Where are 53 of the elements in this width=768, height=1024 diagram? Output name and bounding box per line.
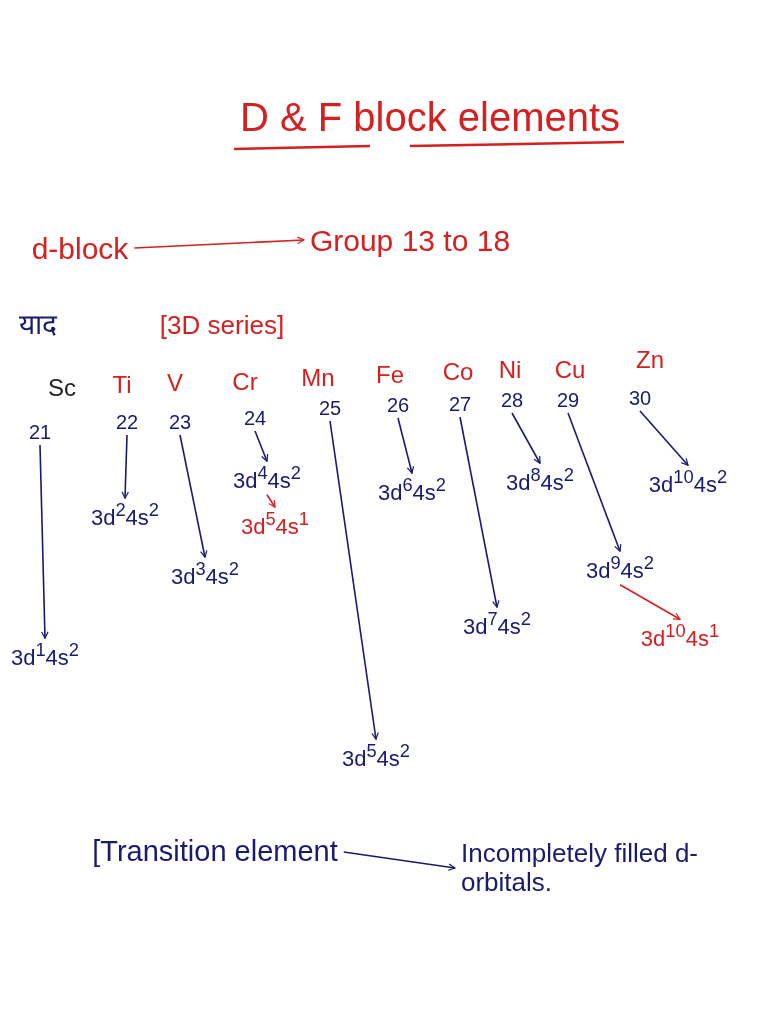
arrow: [39, 444, 49, 640]
element-symbol: Ti: [112, 371, 132, 399]
atomic-number: 30: [628, 387, 652, 409]
electron-configuration: 3d$^{5}$4s$^{2}$: [341, 741, 411, 771]
arrow: [342, 851, 456, 871]
arrow: [329, 420, 379, 741]
arrow: [619, 583, 681, 621]
arrow: [266, 493, 276, 509]
definition-term: [Transition element: [92, 836, 338, 868]
title: D & F block elements: [239, 95, 621, 140]
atomic-number: 29: [556, 389, 580, 411]
element-symbol: Ni: [498, 356, 522, 384]
atomic-number: 21: [28, 421, 52, 443]
element-symbol: V: [167, 369, 183, 397]
atomic-number: 24: [243, 407, 267, 429]
electron-configuration: 3d$^{3}$4s$^{2}$: [170, 559, 240, 589]
element-symbol: Zn: [636, 346, 664, 374]
term: Group 13 to 18: [309, 223, 511, 257]
element-symbol: Cr: [232, 368, 258, 396]
element-symbol: Mn: [301, 364, 335, 392]
element-symbol: Fe: [376, 361, 404, 389]
electron-configuration: 3d$^{4}$4s$^{2}$: [232, 463, 302, 493]
electron-configuration: 3d$^{6}$4s$^{2}$: [377, 475, 447, 505]
arrow: [133, 236, 305, 249]
electron-configuration: 3d$^{2}$4s$^{2}$: [90, 500, 160, 530]
arrow: [397, 417, 415, 475]
electron-configuration: 3d$^{7}$4s$^{2}$: [462, 609, 532, 639]
arrow: [254, 430, 269, 463]
electron-configuration: 3d$^{8}$4s$^{2}$: [505, 465, 575, 495]
series-heading: [3D series]: [159, 310, 285, 340]
electron-configuration: 3d$^{10}$4s$^{2}$: [648, 467, 728, 497]
atomic-number: 27: [448, 393, 472, 415]
electron-configuration: 3d$^{10}$4s$^{1}$: [640, 621, 720, 651]
atomic-number: 22: [115, 411, 139, 433]
atomic-number: 28: [500, 389, 524, 411]
hindi-note: याद: [19, 309, 57, 341]
arrow: [567, 412, 622, 553]
atomic-number: 25: [318, 397, 342, 419]
electron-configuration: 3d$^{5}$4s$^{1}$: [240, 509, 310, 539]
arrow: [639, 410, 689, 467]
arrow: [459, 416, 500, 609]
arrow: [121, 434, 129, 500]
term: d-block: [31, 231, 129, 265]
electron-configuration: 3d$^{1}$4s$^{2}$: [10, 640, 80, 670]
arrow: [511, 412, 541, 465]
definition-text: Incompletely filled d-orbitals.: [461, 839, 719, 897]
arrow: [179, 434, 208, 559]
electron-configuration: 3d$^{9}$4s$^{2}$: [585, 553, 655, 583]
atomic-number: 26: [386, 394, 410, 416]
element-symbol: Co: [442, 358, 474, 386]
element-symbol: Cu: [554, 356, 586, 384]
element-symbol: Sc: [48, 374, 76, 402]
atomic-number: 23: [168, 411, 192, 433]
